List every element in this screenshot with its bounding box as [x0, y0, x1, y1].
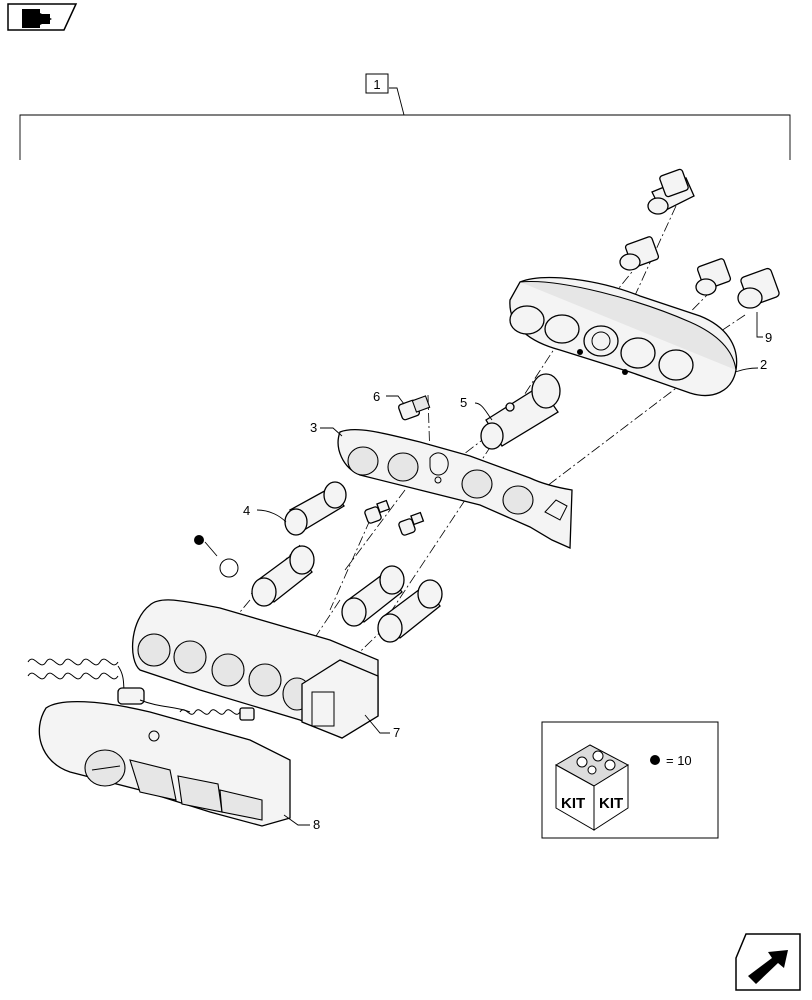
kit-text-right: KIT: [599, 795, 623, 812]
quick-couplers: [251, 545, 443, 643]
coupler-part-4: 4: [243, 481, 347, 536]
callout-4-label: 4: [243, 503, 250, 518]
callout-2-label: 2: [760, 357, 767, 372]
kit-legend-dot: [650, 755, 660, 765]
kit-box-icon: KIT KIT: [554, 744, 630, 831]
navigate-arrow-icon[interactable]: [735, 933, 801, 991]
spring-cable: [27, 658, 255, 721]
threaded-fittings: [619, 168, 732, 296]
kit-marker-dot: [194, 535, 204, 545]
manifold-block-part-2: [509, 276, 738, 397]
adapter-part-9: 9: [737, 267, 780, 345]
socket-housing-part-8: 8: [38, 700, 320, 832]
small-screws: [364, 499, 425, 536]
callout-6-label: 6: [373, 389, 380, 404]
kit-legend-text: = 10: [666, 753, 692, 768]
callout-7-label: 7: [393, 725, 400, 740]
o-ring-kit-item: [194, 535, 239, 578]
book-pointer-icon[interactable]: [7, 3, 78, 31]
kit-legend-box: KIT KIT = 10: [541, 721, 719, 839]
valve-spool-part-5: 5: [460, 373, 561, 450]
callout-3-label: 3: [310, 420, 317, 435]
callout-9-label: 9: [765, 330, 772, 345]
callout-2-leader: [734, 367, 759, 373]
cover-part-7: 7: [131, 599, 400, 740]
kit-text-left: KIT: [561, 795, 585, 812]
mounting-plate-part-3: 3: [310, 420, 573, 549]
callout-1-label: 1: [373, 77, 380, 92]
assembly-callout: 1: [19, 73, 791, 160]
screw-part-6: 6: [373, 389, 431, 421]
callout-5-label: 5: [460, 395, 467, 410]
callout-8-label: 8: [313, 817, 320, 832]
